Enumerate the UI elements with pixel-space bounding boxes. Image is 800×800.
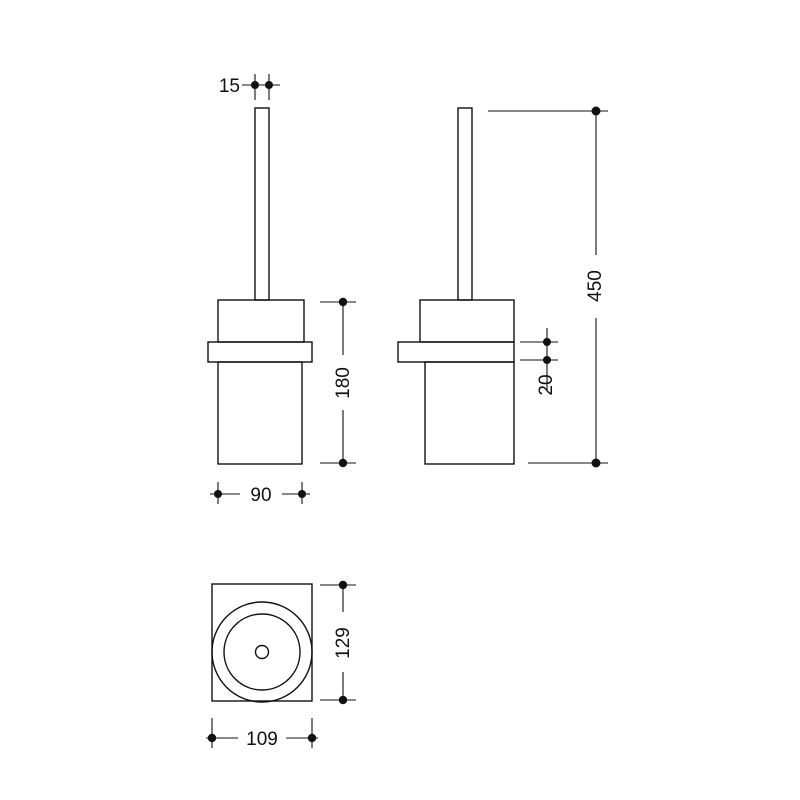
holder-height-label: 180 — [333, 367, 354, 399]
front-collar — [207, 341, 313, 363]
front-cup — [217, 361, 303, 465]
side-handle — [457, 107, 473, 301]
dimension-holder-height: 180 — [320, 297, 356, 468]
dimension-handle-width: 15 — [219, 74, 280, 100]
dimension-plate-height: 129 — [320, 580, 356, 705]
front-handle — [254, 107, 270, 301]
plate-width-label: 109 — [246, 729, 278, 750]
ring-height-label: 20 — [536, 374, 557, 395]
top-view — [211, 583, 313, 703]
dimension-plate-width: 109 — [206, 718, 318, 750]
outer-ring — [211, 601, 313, 703]
front-view — [207, 107, 313, 465]
side-collar — [397, 341, 515, 363]
side-view — [397, 107, 515, 465]
center-hole — [254, 644, 270, 660]
plate-height-label: 129 — [333, 627, 354, 659]
front-lid — [217, 299, 305, 343]
wall-plate — [211, 583, 313, 702]
holder-width-label: 90 — [250, 485, 271, 506]
inner-ring — [223, 613, 301, 691]
dimension-ring-height: 20 — [520, 328, 558, 396]
side-lid — [419, 299, 515, 343]
handle-width-label: 15 — [219, 76, 240, 97]
total-height-label: 450 — [585, 270, 606, 302]
side-cup — [424, 361, 515, 465]
dimension-total-height: 450 — [488, 106, 608, 468]
dimension-holder-width: 90 — [210, 482, 310, 506]
